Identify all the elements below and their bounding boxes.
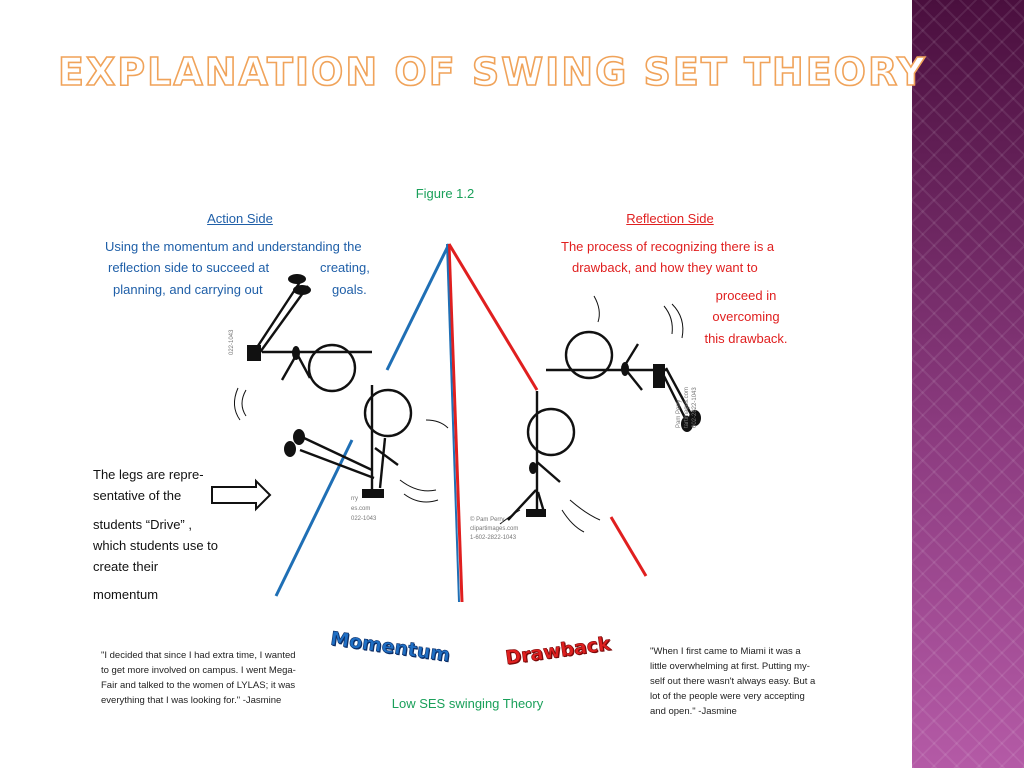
action-side-text-line: reflection side to succeed at — [108, 260, 270, 275]
stick-figure-icon — [299, 385, 449, 503]
quote-right-line: little overwhelming at first. Putting my… — [650, 661, 810, 672]
quote-right-line: lot of the people were very accepting — [650, 691, 805, 702]
shoe-icon — [288, 274, 306, 284]
legs-note-line: which students use to — [93, 538, 219, 553]
reflection-swing-rope-upper — [447, 243, 539, 391]
action-side-text-line: creating, — [320, 260, 370, 275]
reflection-side-heading: Reflection Side — [626, 211, 714, 226]
hand-icon — [621, 362, 629, 376]
watermark-text: © Pam Perry — [470, 516, 504, 523]
reflection-side-text-line: overcoming — [712, 309, 780, 324]
stick-figure-icon — [499, 391, 601, 533]
watermark-text: rry — [351, 496, 358, 502]
page-title: Explanation of Swing Set Theory — [57, 49, 927, 95]
legs-note-line: The legs are repre- — [93, 467, 204, 482]
watermark-text: 022-1043 — [229, 329, 235, 355]
stick-figure-icon — [234, 281, 372, 421]
quote-right-line: and open." -Jasmine — [650, 706, 737, 717]
swing-seat-icon — [247, 345, 261, 361]
figure-label: Figure 1.2 — [415, 186, 475, 201]
action-swing-rope-lower — [274, 439, 354, 597]
hand-icon — [529, 462, 537, 474]
legs-note-line: sentative of the — [93, 488, 182, 503]
reflection-side-text-line: this drawback. — [704, 331, 788, 346]
quote-left-line: "I decided that since I had extra time, … — [101, 650, 296, 661]
swing-seat-icon — [526, 509, 546, 517]
watermark-text: es.com — [351, 506, 370, 512]
action-side-heading: Action Side — [207, 211, 273, 226]
quote-left-line: to get more involved on campus. I went M… — [101, 665, 296, 676]
stick-figure-icon — [546, 295, 694, 421]
shoe-icon — [293, 429, 305, 445]
reflection-side-text-line: proceed in — [715, 288, 777, 303]
shoe-icon — [284, 441, 296, 457]
watermark-text: tartimages.com — [684, 387, 690, 428]
center-pole-red — [447, 243, 464, 603]
action-side-text-line: planning, and carrying out — [113, 282, 263, 297]
quote-left-line: everything that I was looking for." -Jas… — [101, 695, 282, 706]
diagram-caption: Low SES swinging Theory — [391, 696, 544, 711]
legs-note-line: momentum — [93, 587, 159, 602]
hand-icon — [292, 346, 300, 360]
quote-left-line: Fair and talked to the women of LYLAS; i… — [101, 680, 296, 691]
action-side-text-line: goals. — [332, 282, 367, 297]
shoe-icon — [293, 285, 311, 295]
swing-seat-icon — [653, 364, 665, 388]
watermark-text: 602-2822-1043 — [692, 387, 698, 428]
legs-note-line: create their — [93, 559, 159, 574]
action-swing-rope-upper — [385, 243, 451, 371]
reflection-side-text-line: drawback, and how they want to — [572, 260, 758, 275]
reflection-swing-rope-lower — [609, 516, 648, 577]
decorative-sidebar — [912, 0, 1024, 768]
legs-note-line: students “Drive” , — [93, 517, 192, 532]
quote-right-line: self out there wasn't always easy. But a — [650, 676, 816, 687]
watermark-text: 022-1043 — [351, 516, 377, 522]
center-pole-blue — [446, 243, 460, 603]
arrow-right-icon — [211, 478, 272, 512]
quote-right-line: "When I first came to Miami it was a — [650, 646, 801, 657]
swing-seat-icon — [362, 489, 384, 498]
watermark-text: 1-602-2822-1043 — [470, 535, 517, 541]
shoe-icon — [689, 410, 701, 426]
action-side-text-line: Using the momentum and understanding the — [105, 239, 362, 254]
watermark-text: Pam Perry — [676, 400, 682, 428]
reflection-side-text-line: The process of recognizing there is a — [561, 239, 775, 254]
watermark-text: clipartimages.com — [470, 526, 518, 532]
